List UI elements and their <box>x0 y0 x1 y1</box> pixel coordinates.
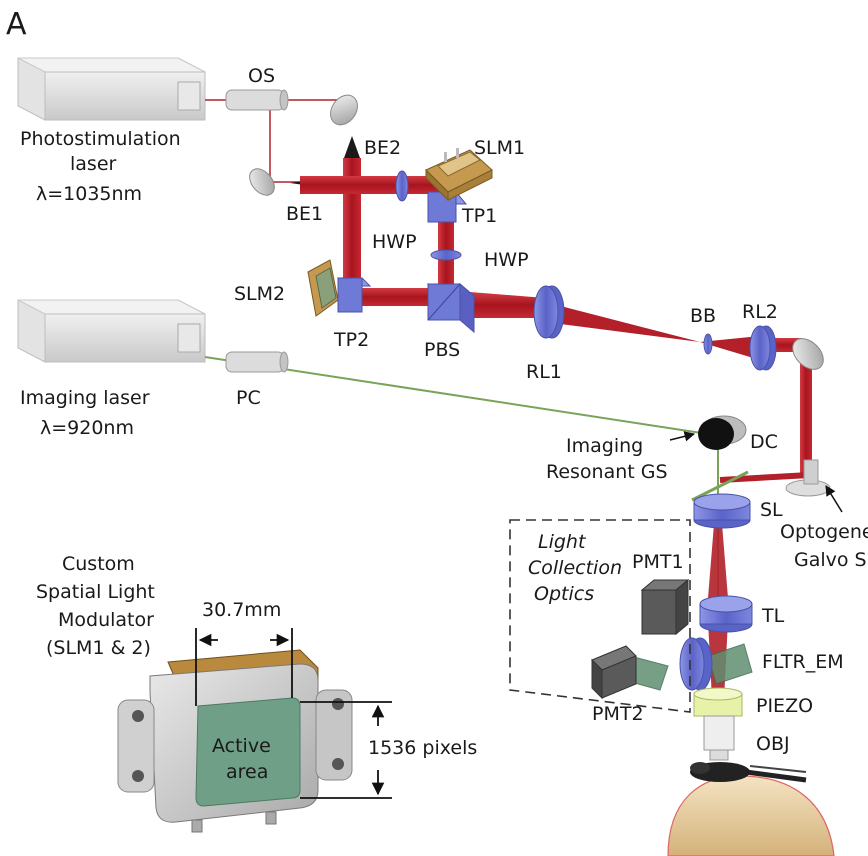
piezo-label: PIEZO <box>756 695 813 717</box>
pmt2-label: PMT2 <box>592 703 644 725</box>
optogen-label-1: Optogene <box>780 521 868 543</box>
bb-block <box>703 333 713 355</box>
mirror-rl2 <box>792 338 824 370</box>
collection-lens <box>679 637 713 691</box>
hwp-right-label: HWP <box>484 249 529 271</box>
obj-label: OBJ <box>756 733 790 755</box>
hwp-left-label: HWP <box>372 231 417 253</box>
imaging-gs-label-1: Imaging <box>566 435 643 457</box>
pc-cell <box>225 351 289 373</box>
pc-label: PC <box>236 387 261 409</box>
mouse-dome <box>667 762 835 856</box>
width-dimension <box>195 628 293 706</box>
photostim-laser <box>17 57 206 121</box>
panel-label: A <box>6 7 27 42</box>
imaging-gs-label-2: Resonant GS <box>546 461 668 483</box>
slm2-label: SLM2 <box>234 283 285 305</box>
imaging-label-1: Imaging laser <box>20 387 150 409</box>
rl2-lens <box>749 325 777 371</box>
width-label: 30.7mm <box>202 599 281 621</box>
active-area-label-2: area <box>226 761 268 783</box>
sl-label: SL <box>760 499 783 521</box>
rl1-label: RL1 <box>526 361 562 383</box>
piezo <box>693 687 743 717</box>
optogen-label-2: Galvo S <box>794 549 867 571</box>
tl-lens <box>699 595 753 633</box>
be1-label: BE1 <box>286 203 323 225</box>
tp1-prism <box>426 191 468 223</box>
be2-label: BE2 <box>364 137 401 159</box>
imaging-label-2: λ=920nm <box>40 417 134 439</box>
optogen-arrow <box>825 485 843 513</box>
os-shutter <box>225 89 289 111</box>
photostim-label-3: λ=1035nm <box>36 183 142 205</box>
slm-inset-title-3: Modulator <box>58 609 154 631</box>
dc-label: DC <box>750 431 778 453</box>
height-label: 1536 pixels <box>368 737 477 759</box>
tp2-label: TP2 <box>333 329 369 351</box>
rl2-label: RL2 <box>742 301 778 323</box>
tp1-label: TP1 <box>461 205 497 227</box>
photostim-label-2: laser <box>70 153 117 175</box>
slm-module <box>117 649 353 833</box>
be2-expander <box>344 136 360 158</box>
pmt1 <box>640 578 690 636</box>
dc-dichroic <box>691 470 749 502</box>
tp2-prism <box>336 277 372 313</box>
hwp-right <box>430 249 462 261</box>
pbs-label: PBS <box>424 339 460 361</box>
active-area-label-1: Active <box>212 735 271 757</box>
tl-label: TL <box>761 605 785 627</box>
photostim-label-1: Photostimulation <box>20 128 181 150</box>
bb-label: BB <box>690 305 716 327</box>
photostim-thin-beam <box>205 99 340 183</box>
rl1-lens <box>533 285 565 339</box>
pbs-cube <box>426 282 476 334</box>
fltr-em-label: FLTR_EM <box>762 651 844 673</box>
hwp-left <box>395 170 409 202</box>
height-dimension <box>300 701 392 799</box>
collection-label-2: Collection <box>528 557 622 579</box>
imaging-laser <box>17 299 206 363</box>
slm1-label: SLM1 <box>474 137 525 159</box>
pmt1-label: PMT1 <box>632 551 684 573</box>
pmt2 <box>591 645 637 700</box>
mirror-be1 <box>249 168 275 196</box>
collection-label-1: Light <box>538 531 587 553</box>
os-label: OS <box>248 65 275 87</box>
imaging-resonant-gs <box>698 415 747 450</box>
slm-inset-title-1: Custom <box>62 553 135 575</box>
sl-lens <box>693 493 751 529</box>
slm-inset-title-2: Spatial Light <box>36 581 155 603</box>
objective <box>703 715 735 761</box>
slm2-device <box>307 259 339 317</box>
mirror-top-right <box>330 94 358 126</box>
collection-box <box>509 519 691 713</box>
collection-label-3: Optics <box>534 583 594 605</box>
slm-inset-title-4: (SLM1 & 2) <box>46 637 151 659</box>
imaging-gs-arrow <box>669 431 696 442</box>
slm1-device <box>425 148 493 202</box>
optogen-galvo <box>785 459 831 497</box>
